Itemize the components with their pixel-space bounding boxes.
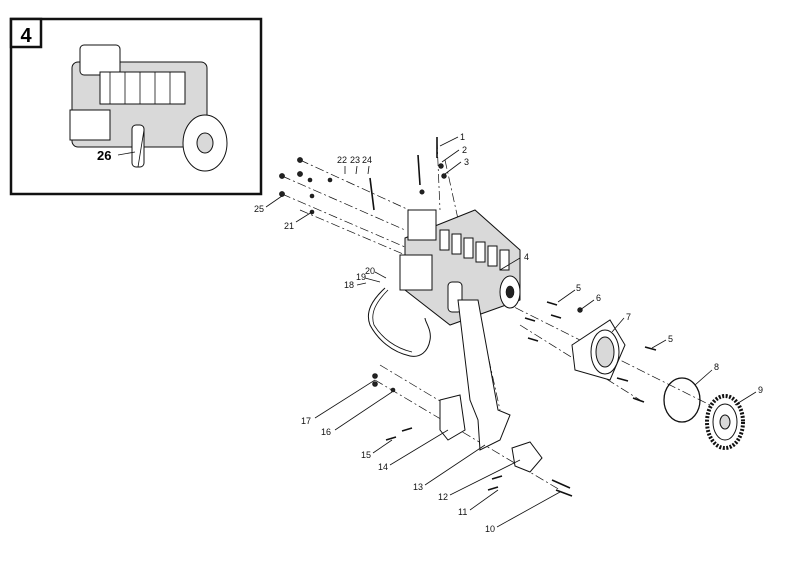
o-ring [663, 377, 701, 423]
rear-bracket [439, 299, 543, 473]
drive-gear [705, 394, 745, 450]
callout-10: 10 [485, 524, 495, 534]
callout-3: 3 [464, 157, 469, 167]
callout-11: 11 [458, 507, 467, 517]
callout-20: 20 [365, 266, 375, 276]
callout-21: 21 [284, 221, 294, 231]
inset-pump-drawing [69, 44, 228, 172]
callout-8: 8 [714, 362, 719, 372]
callout-5b: 5 [668, 334, 673, 344]
injection-pump [399, 209, 521, 326]
callout-1: 1 [460, 132, 465, 142]
fuel-pipe [367, 287, 431, 357]
top-bolts [369, 137, 447, 211]
callout-18: 18 [344, 280, 354, 290]
callout-6: 6 [596, 293, 601, 303]
inset-badge: 4 [20, 25, 32, 47]
callout-labels: 1 2 3 4 5 6 7 5 8 9 10 11 12 13 14 15 16… [254, 132, 763, 534]
adapter-housing [571, 319, 626, 381]
callout-24: 24 [362, 155, 372, 165]
callout-16: 16 [321, 427, 331, 437]
bracket-fasteners [372, 373, 573, 497]
inset-leader-26 [117, 151, 136, 156]
callout-23: 23 [350, 155, 360, 165]
callout-19: 19 [356, 272, 366, 282]
inset-panel: 4 26 [9, 17, 263, 196]
callout-25: 25 [254, 204, 264, 214]
callout-13: 13 [413, 482, 423, 492]
callout-4: 4 [524, 252, 529, 262]
callout-22: 22 [337, 155, 347, 165]
callout-14: 14 [378, 462, 388, 472]
callout-9: 9 [758, 385, 763, 395]
callout-12: 12 [438, 492, 448, 502]
callout-5a: 5 [576, 283, 581, 293]
callout-17: 17 [301, 416, 311, 426]
callout-2: 2 [462, 145, 467, 155]
inset-badge-box [9, 17, 43, 49]
inset-callout-26: 26 [97, 148, 111, 163]
leader-lines [265, 136, 757, 528]
callout-7: 7 [626, 312, 631, 322]
left-fasteners [279, 157, 333, 215]
callout-15: 15 [361, 450, 371, 460]
